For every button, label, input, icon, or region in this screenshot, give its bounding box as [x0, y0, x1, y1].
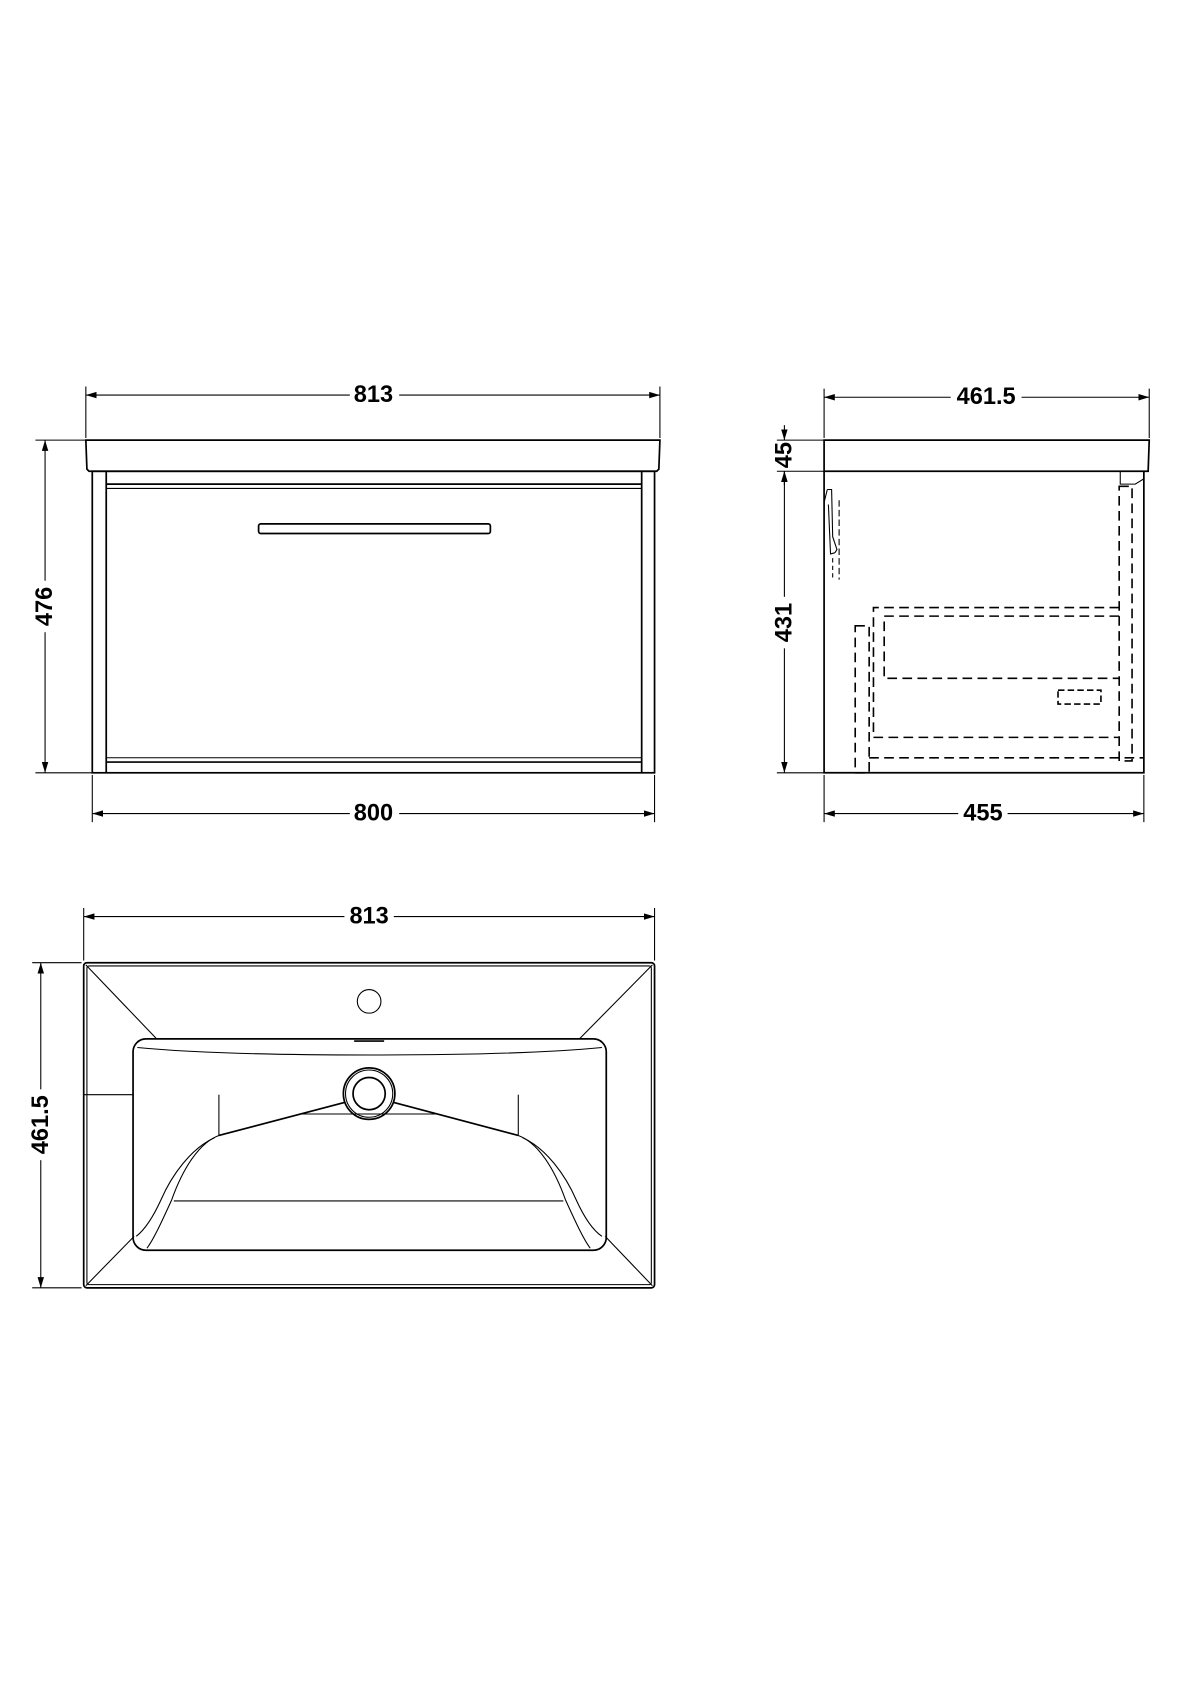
- side-view: 461.5 45: [771, 384, 1151, 827]
- basin-bowl: [83, 964, 653, 1287]
- front-view: 813 476 800: [32, 382, 661, 827]
- wall-hanging-bracket: [823, 488, 840, 580]
- drawer-handle: [257, 522, 492, 535]
- carcass-width-dimension: 800: [91, 774, 656, 827]
- dimension-label: 813: [354, 382, 393, 408]
- waste-outlet: [342, 1067, 396, 1121]
- dimension-label: 455: [963, 801, 1002, 827]
- dimension-label: 813: [349, 904, 388, 930]
- rear-panel: [1118, 485, 1133, 762]
- dimension-label: 476: [32, 587, 58, 626]
- basin-top: [84, 439, 661, 473]
- side-depth-dimension: 461.5: [823, 384, 1150, 439]
- plan-width-dimension: 813: [83, 904, 656, 961]
- plan-view: 813: [28, 904, 656, 1289]
- carcass-height-dimension: 431: [771, 471, 825, 774]
- front-height-dimension: 476: [32, 439, 93, 774]
- dimension-label: 461.5: [957, 384, 1016, 410]
- front-width-dimension: 813: [85, 382, 661, 439]
- dimension-label: 461.5: [28, 1095, 54, 1154]
- basin-outline: [82, 961, 656, 1289]
- dimension-label: 431: [771, 603, 797, 642]
- basin-thickness-dimension: 45: [771, 425, 825, 486]
- drawer-box-hidden: [854, 606, 1144, 774]
- carcass-depth-dimension: 455: [823, 774, 1145, 827]
- dimension-label: 45: [771, 442, 797, 468]
- basin-top-side: [823, 439, 1151, 473]
- tap-hole: [356, 989, 382, 1014]
- dimension-label: 800: [354, 801, 393, 827]
- plan-depth-dimension: 461.5: [28, 962, 82, 1289]
- drawer-front: [106, 483, 642, 763]
- carcass: [91, 470, 656, 774]
- carcass-side: [823, 471, 1145, 774]
